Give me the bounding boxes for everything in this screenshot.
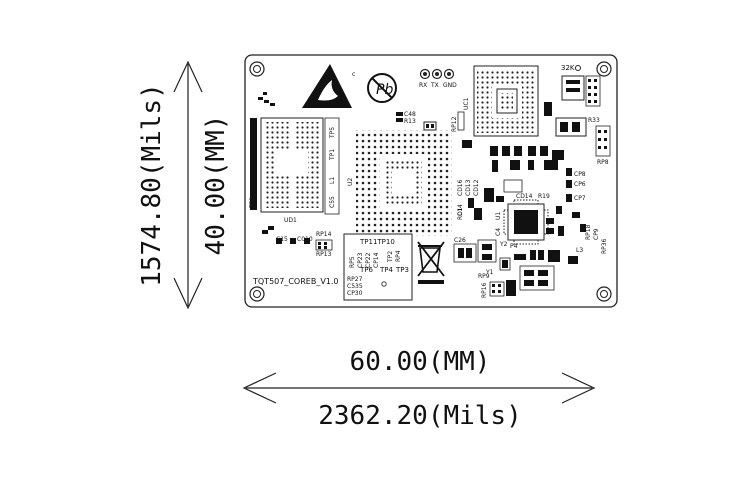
cap-label: C15 (276, 236, 288, 243)
cap-label: RD1 (457, 207, 464, 220)
header-label-tx: TX (430, 82, 439, 89)
height-mils-label: 1574.80(Mils) (137, 83, 167, 287)
testpoint-label: CP23 (357, 252, 364, 268)
lower-right-cluster: C26 Y2 Y1 P4 RP9 RP16 L3 (453, 237, 583, 298)
width-mm-label: 60.00(MM) (350, 347, 491, 377)
res-label: R13 (404, 118, 416, 125)
arrow-left-icon (242, 372, 277, 404)
chip-label-u2: U2 (347, 178, 354, 186)
chip-label-u1: U1 (495, 212, 502, 220)
inductor-row: CP8 CP6 CP7 (462, 140, 586, 202)
res-label: RP12 (451, 116, 458, 132)
capacitor-column: C55 L1 TP1 TP5 TP2 (249, 117, 340, 215)
lower-left-components: C15 C010 RP14 RP13 (262, 226, 333, 258)
memory-chip-ud1: UD1 (250, 117, 324, 224)
cap-label: TP1 (329, 149, 336, 161)
tp-label: CD16 (457, 179, 464, 196)
svg-text:c: c (352, 71, 355, 78)
testpoint-label: TP3 (395, 266, 409, 274)
board-name: TQT507_COREB_V1.0 (252, 277, 339, 286)
cap-label: C010 (297, 236, 313, 243)
testpoint-label: CP30 (347, 290, 363, 297)
small-components-top-left (258, 92, 275, 106)
cap-label: C14 (457, 204, 464, 216)
res-label: RP18 (585, 224, 592, 240)
testpoint-block: TP11TP10 RP5 CP23 CP22 CP14 TP6 TP4 TP3 … (343, 233, 413, 301)
uart-header: RX TX GND (419, 68, 457, 89)
tp-label: CD13 (465, 179, 472, 196)
svg-text:Pb: Pb (376, 82, 393, 98)
res-label: RP14 (316, 231, 332, 238)
pb-free-icon: Pb (367, 73, 397, 103)
misc-cap-c14: C14 (457, 198, 474, 216)
crystal-label: Y1 (485, 269, 494, 276)
testpoint-label: TP4 (379, 266, 393, 274)
cap-label: CP8 (574, 171, 586, 178)
height-mm-label: 40.00(MM) (201, 115, 231, 256)
res-label: RP16 (481, 282, 488, 298)
res-label: CD12 (473, 179, 480, 196)
testpoint-label: RP5 (349, 256, 356, 268)
testpoint-label: RP27 (347, 276, 363, 283)
soc-chip-u2: U2 (347, 130, 452, 236)
res-label: RP13 (316, 251, 332, 258)
cap-label: L1 (329, 177, 336, 184)
small-components-u2-top: C48 R13 RP12 (396, 111, 465, 132)
qfn-chip-u1: U1 C4 RP18 CP9 RP36 (495, 199, 608, 254)
mounting-hole (596, 286, 612, 302)
mid-labels: R19 CD16 CD14 CD13 CD12 RD1 (457, 179, 550, 220)
width-dimension: 60.00(MM) 2362.20(Mils) (242, 347, 596, 431)
testpoint-label: C535 (347, 283, 363, 290)
testpoint-label: CP22 (365, 252, 372, 268)
testpoint-label: CP14 (373, 252, 380, 268)
testpoint-label: TP2 (387, 251, 394, 263)
cap-label: C55 (329, 196, 336, 208)
height-dimension: 1574.80(Mils) 40.00(MM) (137, 60, 231, 310)
res-label: RP9 (478, 273, 490, 280)
cap-label: TP5 (329, 127, 336, 139)
inductor-label: L3 (576, 247, 583, 254)
cap-label: CP9 (593, 228, 600, 240)
chip-label-uc1: UC1 (463, 97, 470, 110)
cap-label: TP2 (249, 197, 256, 209)
cap-label: R33 (588, 117, 600, 124)
crystal-32k: 32K (561, 64, 601, 107)
port-label: P4 (510, 243, 518, 250)
res-label: RP8 (597, 159, 609, 166)
header-label-gnd: GND (443, 82, 457, 89)
testpoint-label: RP4 (395, 250, 402, 262)
arrow-up-icon (173, 60, 203, 93)
cap-label: CP7 (574, 195, 586, 202)
right-component-cluster: R33 RP8 (544, 102, 611, 166)
testpoint-label: TP6 (359, 266, 373, 274)
width-mils-label: 2362.20(Mils) (318, 401, 522, 431)
cap-label: CP6 (574, 181, 586, 188)
chip-label-ud1: UD1 (284, 217, 297, 224)
arrow-down-icon (173, 277, 203, 310)
mounting-hole (596, 61, 612, 77)
crystal-label: Y2 (499, 241, 508, 248)
arrow-right-icon (561, 372, 596, 404)
mounting-hole (249, 286, 265, 302)
cap-label: C4 (495, 228, 502, 236)
res-label: RP36 (601, 238, 608, 254)
inductor-label: R19 (538, 193, 550, 200)
tp-label: CD14 (516, 193, 533, 200)
testpoint-label: TP11TP10 (359, 238, 395, 246)
header-label-rx: RX (419, 82, 427, 89)
crystal-label: 32K (561, 64, 575, 72)
cap-label: C48 (404, 111, 416, 118)
esd-warning-icon: c (302, 64, 355, 108)
pcb-board: c Pb RX TX GND (244, 54, 618, 308)
mounting-hole (249, 61, 265, 77)
cap-label: C26 (454, 237, 466, 244)
pmic-chip-uc1: UC1 (463, 65, 539, 137)
weee-recycle-icon (417, 241, 445, 284)
